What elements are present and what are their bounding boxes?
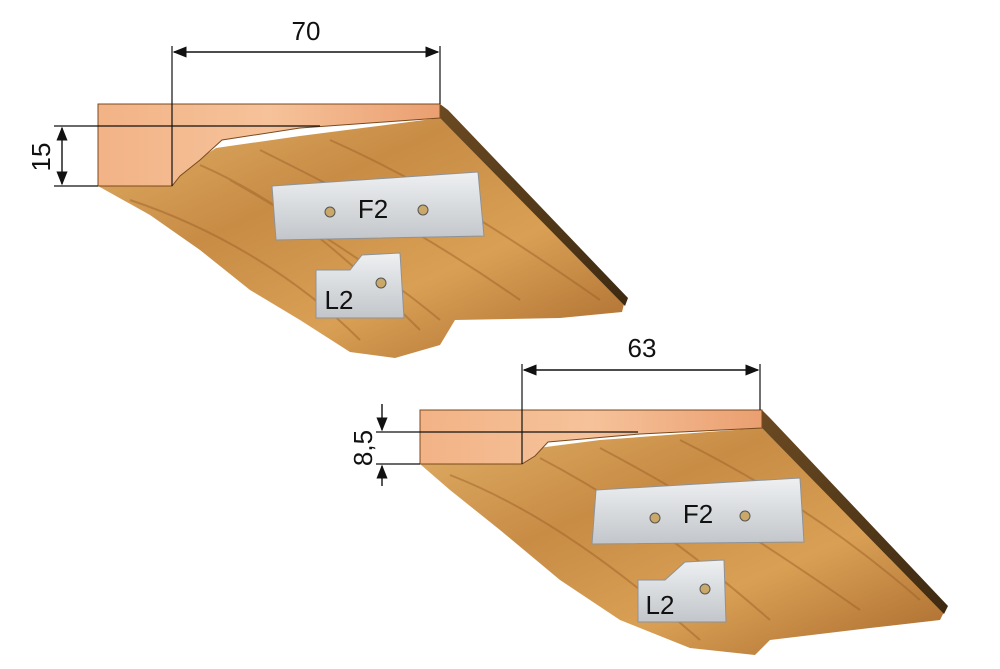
- knife-hole: [375, 277, 387, 289]
- knife-hole: [417, 204, 429, 216]
- wood-edge: [762, 410, 948, 614]
- depth-dimension: 15: [26, 143, 56, 172]
- knife-label: L2: [646, 590, 675, 620]
- knife-hole: [739, 510, 751, 522]
- width-dimension: 63: [628, 333, 657, 363]
- knife-f2: F2: [271, 171, 485, 241]
- depth-dimension: 8,5: [348, 430, 378, 466]
- knife-label: F2: [358, 194, 388, 224]
- knife-hole: [324, 206, 336, 218]
- knife-label: F2: [683, 499, 713, 529]
- width-dimension: 70: [292, 16, 321, 46]
- knife-l2: L2: [637, 559, 727, 623]
- knife-f2: F2: [591, 477, 805, 545]
- knife-l2: L2: [315, 252, 405, 319]
- knife-hole: [699, 583, 711, 595]
- knife-hole: [649, 512, 661, 524]
- knife-label: L2: [325, 285, 354, 315]
- profile-top: 70 15 F2 L2: [26, 16, 628, 358]
- profile-bottom: 63 8,5 F2 L2: [348, 333, 948, 655]
- wood-end-face: [419, 409, 763, 465]
- wood-edge: [440, 104, 628, 306]
- wood-end-face: [97, 103, 441, 187]
